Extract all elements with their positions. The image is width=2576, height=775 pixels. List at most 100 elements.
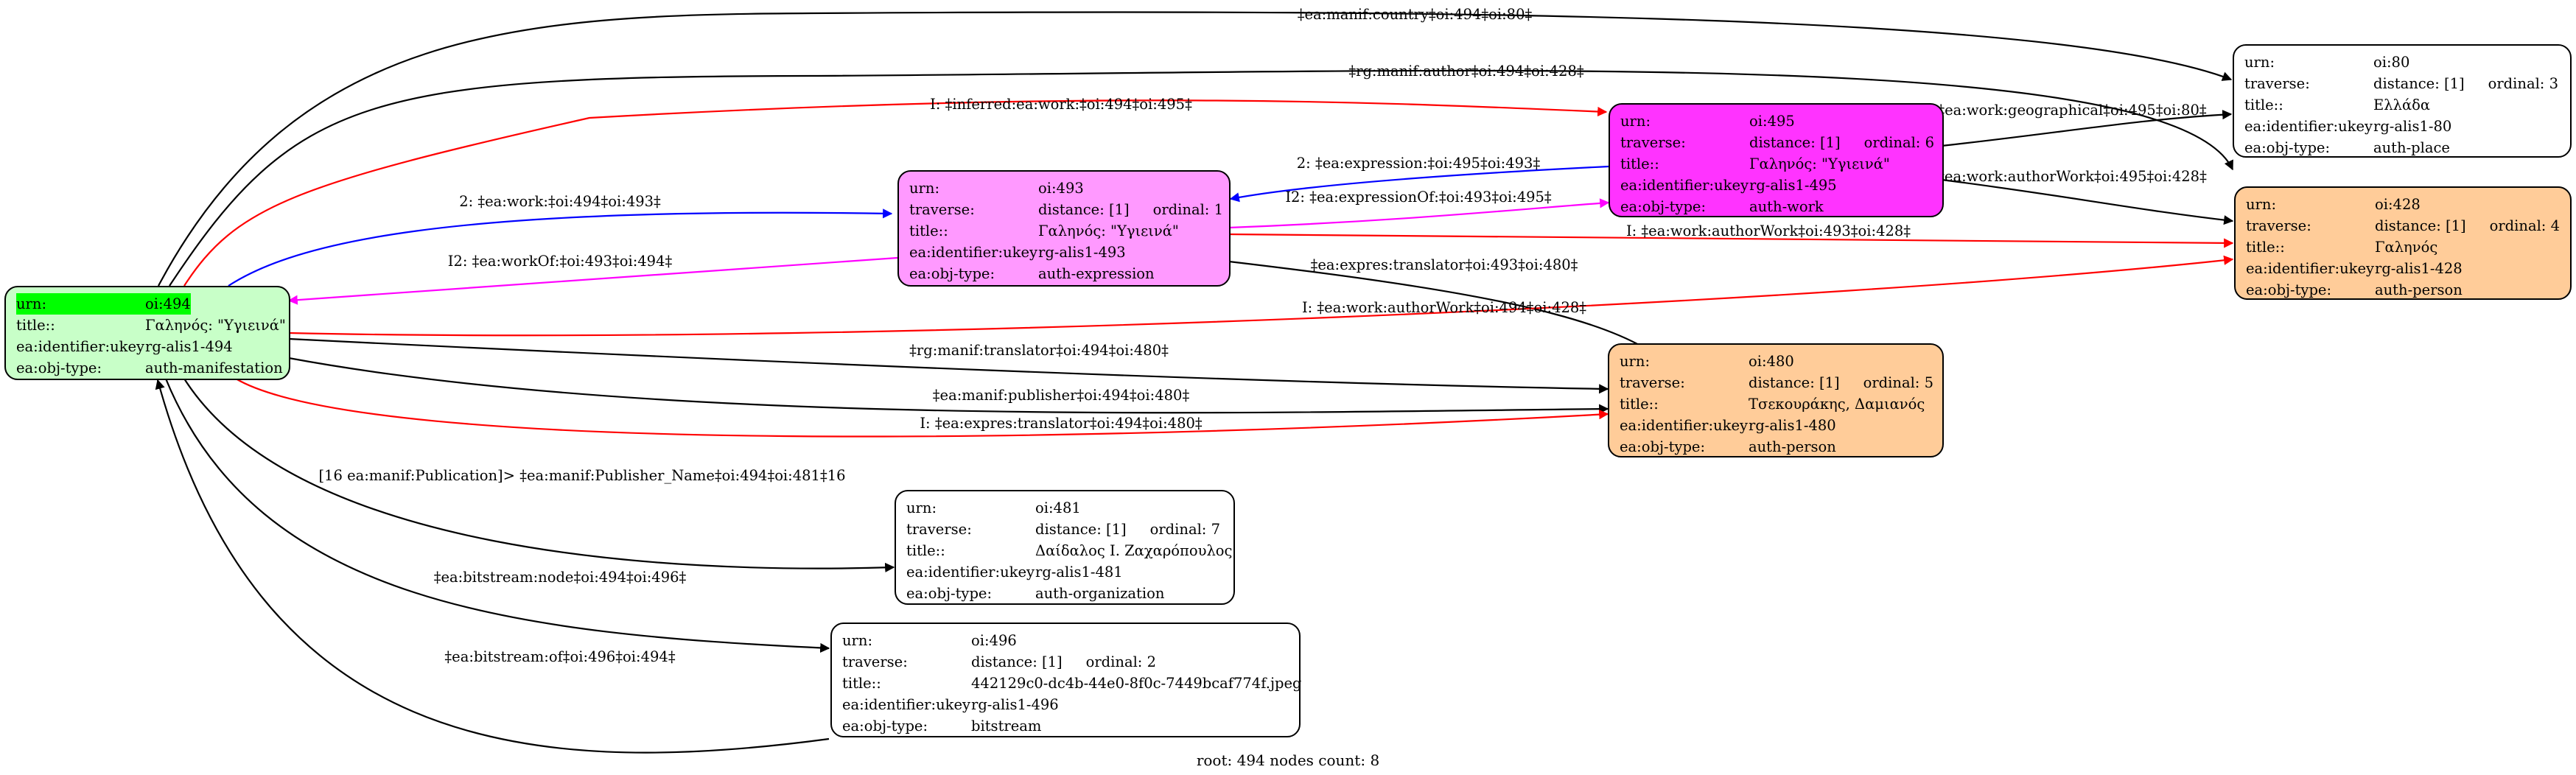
field-key: title:: [906, 542, 945, 559]
field-value: Γαληνός: "Υγιεινά" [145, 317, 286, 334]
field-key: ea:identifier:ukey [1620, 417, 1748, 434]
edge-path [228, 208, 893, 287]
field-key: ea:identifier:ukey [2244, 118, 2373, 135]
node-field-row: title::Γαληνός: "Υγιεινά" [909, 220, 1219, 242]
field-value: ordinal: 5 [1863, 374, 1933, 391]
edge-label: ‡rg:manif:author‡oi:494‡oi:428‡ [1348, 63, 1583, 80]
edge-label: I: ‡ea:work:authorWork‡oi:494‡oi:428‡ [1302, 299, 1586, 316]
edge-path [183, 378, 895, 572]
edge-path [288, 255, 2234, 337]
field-value: oi:481 [1035, 499, 1081, 516]
edge-label: ‡ea:expres:translator‡oi:493‡oi:480‡ [1311, 256, 1578, 273]
field-value: Γαληνός: "Υγιεινά" [1038, 222, 1179, 239]
edge-path [155, 379, 830, 754]
node-field-row: ea:obj-type:auth-manifestation [16, 357, 283, 379]
field-value: auth-expression [1038, 265, 1155, 282]
field-value: ordinal: 7 [1149, 521, 1220, 538]
field-value: rg-alis1-80 [2373, 118, 2452, 135]
field-key: title:: [909, 222, 948, 239]
node-field-row: urn: oi:80 [2244, 52, 2560, 73]
node-field-row: traverse:distance: [1]ordinal: 1 [909, 199, 1223, 220]
node-field-row: traverse:distance: [1]ordinal: 6 [1620, 132, 1934, 153]
field-key: urn: [909, 180, 940, 197]
field-value: distance: [1] [2375, 217, 2466, 234]
field-key: traverse: [906, 521, 972, 538]
field-key: traverse: [1620, 134, 1686, 151]
field-key: urn: [2246, 196, 2277, 213]
node-field-row: ea:obj-type:auth-work [1620, 196, 1932, 217]
node-field-row: title::Τσεκουράκης, Δαμιανός [1620, 393, 1932, 415]
edge-path [1941, 178, 2234, 225]
field-value: rg-alis1-428 [2375, 260, 2463, 277]
field-value: ordinal: 3 [2488, 75, 2558, 92]
field-value: ordinal: 6 [1863, 134, 1934, 151]
edge-path [158, 11, 2233, 287]
field-value: Ελλάδα [2373, 97, 2431, 113]
node-field-row: traverse:distance: [1]ordinal: 2 [842, 651, 1289, 673]
field-key: urn: [2244, 54, 2275, 71]
edge-path [288, 357, 1609, 414]
field-value: Γαληνός [2375, 239, 2438, 256]
field-key: traverse: [2244, 75, 2310, 92]
field-value: distance: [1] [971, 653, 1063, 670]
node-field-row: ea:obj-type:bitstream [842, 715, 1289, 737]
field-key: traverse: [842, 653, 908, 670]
edge-label: ‡ea:bitstream:node‡oi:494‡oi:496‡ [434, 569, 687, 586]
node-field-row: urn: oi:495 [1620, 111, 1932, 132]
field-key: urn: [842, 632, 873, 649]
edge-label: I: ‡ea:work:authorWork‡oi:493‡oi:428‡ [1626, 222, 1911, 239]
field-value: oi:80 [2373, 54, 2410, 71]
node-field-row: title::Δαίδαλος Ι. Ζαχαρόπουλος [906, 540, 1232, 561]
node-field-row: traverse: distance: [1] ordinal: 7 [906, 519, 1223, 540]
edge-path [183, 99, 1608, 287]
node-field-row: traverse:distance: [1]ordinal: 5 [1620, 372, 1933, 393]
field-key: title:: [1620, 155, 1659, 172]
node-field-row: ea:obj-type:auth-person [2246, 279, 2560, 301]
field-key: ea:obj-type: [2244, 139, 2331, 156]
field-value: rg-alis1-495 [1749, 177, 1837, 194]
field-value: rg-alis1-480 [1749, 417, 1836, 434]
field-key: urn: [1620, 113, 1651, 130]
node-oi-481[interactable]: urn:oi:481 traverse: distance: [1] ordinal:… [895, 490, 1235, 605]
field-value: rg-alis1-481 [1035, 564, 1123, 581]
field-key: ea:identifier:ukey [909, 244, 1037, 261]
node-field-row: urn:oi:481 [906, 497, 1223, 519]
field-value: distance: [1] [1035, 521, 1127, 538]
field-value: rg-alis1-493 [1038, 244, 1126, 261]
edge-label: ‡ea:work:authorWork‡oi:495‡oi:428‡ [1937, 168, 2207, 185]
edge-path [288, 337, 1609, 394]
field-key: traverse: [2246, 217, 2311, 234]
node-field-row: title::Ελλάδα [2244, 94, 2560, 116]
edge-label: 2: ‡ea:expression:‡oi:495‡oi:493‡ [1297, 155, 1541, 172]
node-field-row: urn:oi:480 [1620, 351, 1932, 372]
node-oi-495[interactable]: urn: oi:495 traverse:distance: [1]ordinal:… [1609, 103, 1944, 217]
field-value: oi:496 [971, 632, 1017, 649]
edge-label: ‡rg:manif:translator‡oi:494‡oi:480‡ [909, 342, 1169, 359]
edge-path [1228, 198, 1610, 229]
edge-label: [16 ea:manif:Publication]> ‡ea:manif:Pub… [318, 467, 845, 484]
edge-label: 2: ‡ea:work:‡oi:494‡oi:493‡ [459, 193, 661, 210]
field-value: Δαίδαλος Ι. Ζαχαρόπουλος [1035, 542, 1233, 559]
field-value: oi:495 [1749, 113, 1795, 130]
field-key: ea:obj-type: [1620, 438, 1706, 455]
field-value: ordinal: 1 [1152, 201, 1223, 218]
field-value: oi:480 [1749, 353, 1794, 370]
field-value: auth-place [2373, 139, 2450, 156]
node-field-row: ea:obj-type:auth-organization [906, 583, 1223, 604]
edge-path [1941, 110, 2233, 147]
field-key: traverse: [1620, 374, 1685, 391]
edge-path [287, 256, 898, 305]
node-field-row: title::Γαληνός [2246, 236, 2560, 258]
field-key: title:: [16, 317, 55, 334]
node-field-row: urn:oi:494 [16, 293, 279, 315]
field-value: distance: [1] [1038, 201, 1130, 218]
